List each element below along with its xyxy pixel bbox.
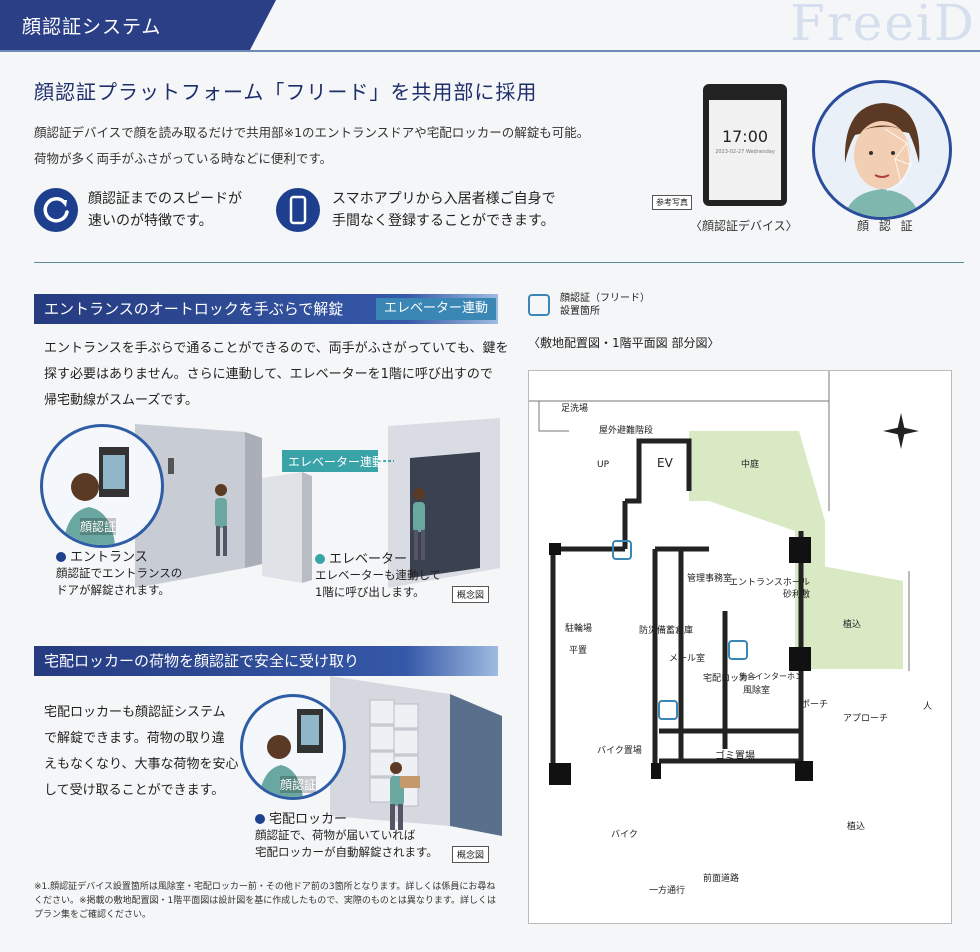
feature-text: スマホアプリから入居者様ご自身で手間なく登録することができます。 [332, 191, 556, 229]
concept-label: 概念図 [452, 846, 490, 863]
locker-dot-icon [255, 814, 265, 824]
map-label: エントランスホール [729, 577, 810, 588]
device-caption: 〈顔認証デバイス〉 [690, 219, 798, 233]
locker-body: 宅配ロッカーも顔認証システムで解錠できます。荷物の取り違えもなくなり、大事な荷物… [44, 705, 239, 798]
header-tab [0, 0, 276, 50]
map-label: 前面道路 [703, 872, 739, 884]
map-caption: 〈敷地配置図・1階平面図 部分図〉 [528, 336, 720, 350]
map-label: 集合インターホン [739, 671, 803, 681]
locker-caption: 宅配ロッカー 顔認証で、荷物が届いていれば 宅配ロッカーが自動解錠されます。 [255, 812, 438, 859]
entrance-face-photo [40, 424, 164, 548]
elevator-tag: エレベーター連動 [376, 298, 497, 320]
map-label: バイク [611, 829, 638, 840]
elevator-dot-icon [315, 554, 325, 564]
map-label: 風除室 [743, 684, 770, 696]
header-divider [0, 50, 980, 52]
page-title: 顔認証プラットフォーム「フリード」を共用部に採用 [34, 80, 538, 104]
map-label: 防災備蓄倉庫 [639, 624, 693, 636]
locker-scene-illustration [330, 676, 502, 836]
map-label: 管理事務室 [687, 572, 732, 584]
concept-label: 概念図 [452, 586, 490, 603]
map-label: 駐輪場 [565, 622, 592, 634]
speed-arrow-icon [34, 188, 78, 232]
map-label: 砂利敷 [783, 588, 810, 600]
map-label: 植込 [847, 820, 865, 832]
face-caption: 顔 認 証 [857, 219, 916, 233]
device-screen [709, 100, 781, 200]
face-auth-label: 顔認証 [80, 518, 117, 535]
face-illustration [812, 80, 952, 220]
map-label: 宅配ロッカー [703, 672, 757, 684]
face-auth-label: 顔認証 [280, 776, 317, 793]
entrance-caption: エントランス 顔認証でエントランスの ドアが解錠されます。 [56, 550, 183, 597]
intro-text: 顔認証デバイスで顔を読み取るだけで共用部※1のエントランスドアや宅配ロッカーの解… [34, 125, 590, 140]
compass-icon [883, 413, 919, 449]
locker-section-title: 宅配ロッカーの荷物を顔認証で安全に受け取り [34, 646, 498, 676]
map-label: アプローチ [843, 713, 888, 724]
brand-logo: FreeiD [790, 0, 976, 52]
section-divider [34, 262, 964, 263]
map-label: ポーチ [801, 699, 828, 710]
entrance-body: エントランスを手ぶらで通ることができるので、両手がふさがっていても、鍵を探す必要… [44, 341, 509, 408]
header-title: 顔認証システム [22, 16, 162, 38]
entrance-dot-icon [56, 552, 66, 562]
smartphone-icon [276, 188, 320, 232]
footnote: ※1.顔認証デバイス設置箇所は風除室・宅配ロッカー前・その他ドア前の3箇所となり… [34, 882, 497, 920]
elevator-link-tag: エレベーター連動 [288, 455, 385, 469]
map-label: 植込 [843, 618, 861, 630]
face-recognition-legend-icon [528, 294, 550, 316]
map-label: 屋外避難階段 [599, 424, 653, 436]
map-label: ゴミ置場 [715, 749, 755, 762]
map-label: メール室 [669, 652, 705, 664]
map-label: EV [657, 456, 674, 470]
floor-plan: 足洗場 屋外避難階段 UP EV 中庭 駐輪場 平置 管理事務室 エントランスホ… [528, 370, 952, 924]
intro-text: 荷物が多く両手がふさがっている時などに便利です。 [34, 151, 333, 166]
map-label: 一方通行 [649, 884, 685, 896]
reference-photo-label: 参考写真 [652, 195, 692, 210]
device-date: 2023-02-27 Wednesday [715, 149, 775, 155]
map-label: 平置 [569, 645, 587, 656]
feature-text: 顔認証までのスピードが速いのが特徴です。 [88, 191, 242, 229]
device-time: 17:00 [721, 127, 769, 146]
map-label: 中庭 [741, 458, 759, 470]
locker-face-photo [240, 694, 346, 800]
map-label: UP [597, 460, 610, 470]
map-label: 人 [923, 701, 932, 712]
map-legend: 顔認証（フリード）設置箇所 [560, 293, 650, 317]
elevator-caption: エレベーター エレベーターも連動して 1階に呼び出します。 [315, 552, 442, 599]
entrance-scene-illustration [135, 418, 500, 588]
map-label: 足洗場 [561, 402, 588, 414]
map-label: バイク置場 [597, 744, 642, 756]
